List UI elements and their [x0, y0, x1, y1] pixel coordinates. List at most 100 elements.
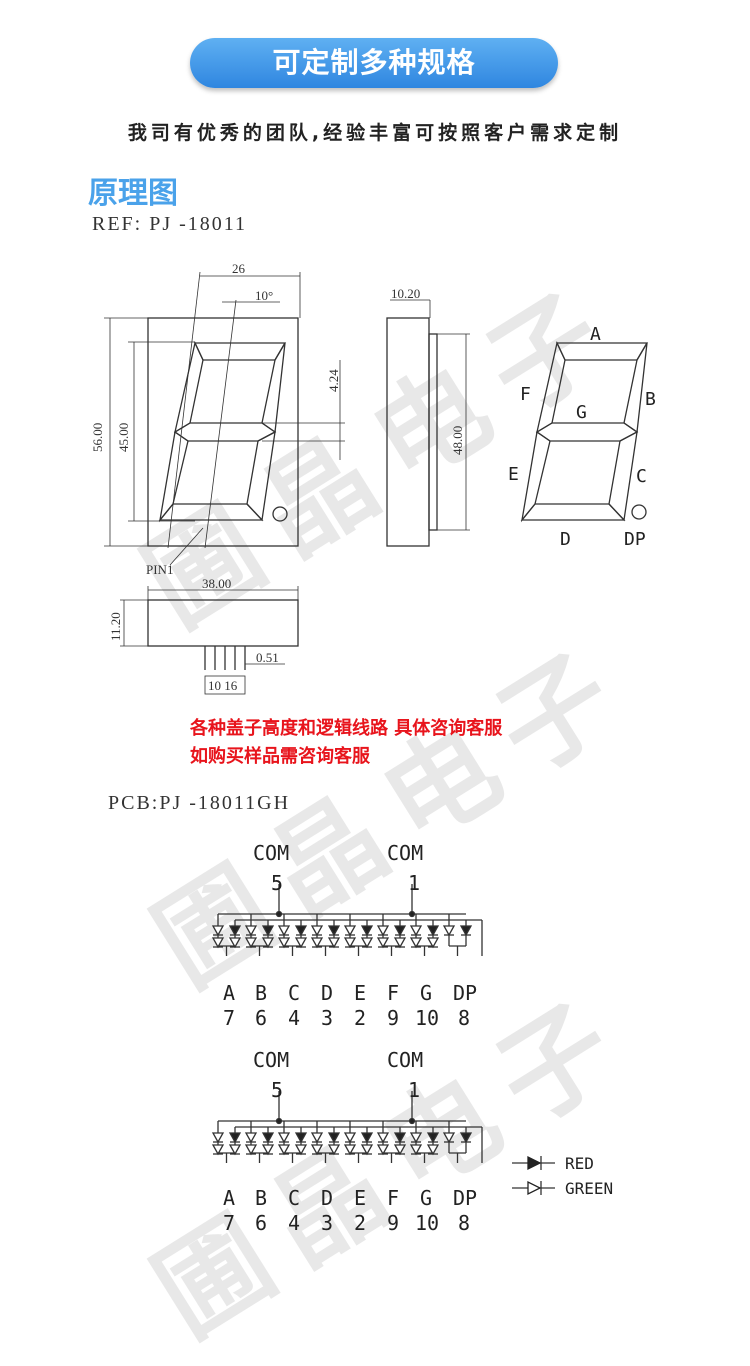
- diode: [343, 1144, 357, 1156]
- diode: [393, 1144, 407, 1156]
- seg-label-c: C: [636, 466, 647, 487]
- diode: [327, 1132, 341, 1144]
- diode: [343, 1132, 357, 1144]
- diode: [228, 1144, 242, 1156]
- diode: [393, 1132, 407, 1144]
- diode: [261, 1144, 275, 1156]
- com-label-left-2: COM: [253, 1048, 289, 1072]
- dim-height-45: 45.00: [116, 423, 131, 452]
- diode: [360, 925, 374, 937]
- diode: [426, 925, 440, 937]
- dim-pin-0-51: 0.51: [256, 650, 279, 665]
- diode: [211, 1132, 225, 1144]
- diode: [327, 937, 341, 949]
- diode: [211, 925, 225, 937]
- com-label-left-1: COM: [253, 841, 289, 865]
- pin-seg-d-2: D: [321, 1186, 333, 1210]
- dim-pitch: 10 16: [208, 678, 238, 693]
- dim-4-24: 4.24: [326, 369, 341, 392]
- pin-num-e-2: 2: [354, 1211, 366, 1235]
- pin-seg-c-1: C: [288, 981, 300, 1005]
- seg-label-g: G: [576, 402, 587, 423]
- diode: [211, 937, 225, 949]
- diode: [442, 1132, 456, 1144]
- pin-num-f-1: 9: [387, 1006, 399, 1030]
- diode: [244, 937, 258, 949]
- diode: [376, 925, 390, 937]
- diode: [409, 925, 423, 937]
- seg-label-d: D: [560, 529, 571, 550]
- pin-seg-dp-1: DP: [453, 981, 477, 1005]
- junction-dot: [408, 1117, 416, 1125]
- com-pin-left-1: 5: [271, 871, 283, 895]
- diode: [459, 1132, 473, 1144]
- pin-seg-dp-2: DP: [453, 1186, 477, 1210]
- diode: [376, 937, 390, 949]
- diode: [294, 1132, 308, 1144]
- pin-num-dp-1: 8: [458, 1006, 470, 1030]
- pcb-label: PCB:PJ -18011GH: [108, 792, 291, 814]
- legend: [512, 1155, 555, 1196]
- seg-label-f: F: [520, 384, 531, 405]
- diode: [426, 1132, 440, 1144]
- legend-red: RED: [565, 1154, 594, 1173]
- diode: [277, 925, 291, 937]
- diode: [228, 1132, 242, 1144]
- pin-num-c-1: 4: [288, 1006, 300, 1030]
- circuit-diagram-1: [211, 884, 483, 956]
- pin-seg-c-2: C: [288, 1186, 300, 1210]
- dim-height-56: 56.00: [90, 423, 105, 452]
- segment-diagram: [520, 341, 649, 523]
- diode: [409, 1132, 423, 1144]
- title-banner: 可定制多种规格: [190, 38, 558, 88]
- dim-height-11-20: 11.20: [108, 612, 123, 641]
- pin-seg-e-2: E: [354, 1186, 366, 1210]
- com-pin-right-1: 1: [408, 871, 420, 895]
- pin-num-d-1: 3: [321, 1006, 333, 1030]
- diode: [343, 937, 357, 949]
- pin-seg-a-1: A: [223, 981, 235, 1005]
- dim-depth: 10.20: [391, 286, 420, 301]
- diode: [360, 1144, 374, 1156]
- diode: [360, 937, 374, 949]
- pin-num-b-2: 6: [255, 1211, 267, 1235]
- com-label-right-1: COM: [387, 841, 423, 865]
- diode: [343, 925, 357, 937]
- junction-dot: [275, 910, 283, 918]
- front-view: [104, 271, 345, 566]
- pin-num-c-2: 4: [288, 1211, 300, 1235]
- bottom-view: [120, 586, 299, 695]
- diode: [261, 1132, 275, 1144]
- pin-num-a-1: 7: [223, 1006, 235, 1030]
- diode: [459, 925, 473, 937]
- legend-green: GREEN: [565, 1179, 613, 1198]
- diode: [228, 925, 242, 937]
- pin-seg-a-2: A: [223, 1186, 235, 1210]
- com-pin-left-2: 5: [271, 1078, 283, 1102]
- diode: [294, 937, 308, 949]
- intro-text: 我司有优秀的团队,经验丰富可按照客户需求定制: [127, 122, 623, 144]
- diode: [310, 925, 324, 937]
- section-title: 原理图: [88, 176, 178, 211]
- diode: [244, 925, 258, 937]
- seg-label-e: E: [508, 464, 519, 485]
- pin-seg-g-1: G: [420, 981, 432, 1005]
- diode: [376, 1144, 390, 1156]
- diode: [211, 1144, 225, 1156]
- pin-seg-b-2: B: [255, 1186, 267, 1210]
- com-label-right-2: COM: [387, 1048, 423, 1072]
- diode: [426, 1144, 440, 1156]
- pin-seg-e-1: E: [354, 981, 366, 1005]
- seg-label-a: A: [590, 324, 601, 345]
- note-line-1: 各种盖子高度和逻辑线路 具体咨询客服: [190, 718, 503, 739]
- seg-label-dp: DP: [624, 529, 646, 550]
- com-pin-right-2: 1: [408, 1078, 420, 1102]
- diode: [360, 1132, 374, 1144]
- pin-seg-d-1: D: [321, 981, 333, 1005]
- junction-dot: [408, 910, 416, 918]
- circuit-diagram-2: [211, 1091, 483, 1163]
- diode: [442, 925, 456, 937]
- dim-width-26: 26: [232, 261, 246, 276]
- diode: [426, 937, 440, 949]
- pin1-label: PIN1: [146, 562, 173, 577]
